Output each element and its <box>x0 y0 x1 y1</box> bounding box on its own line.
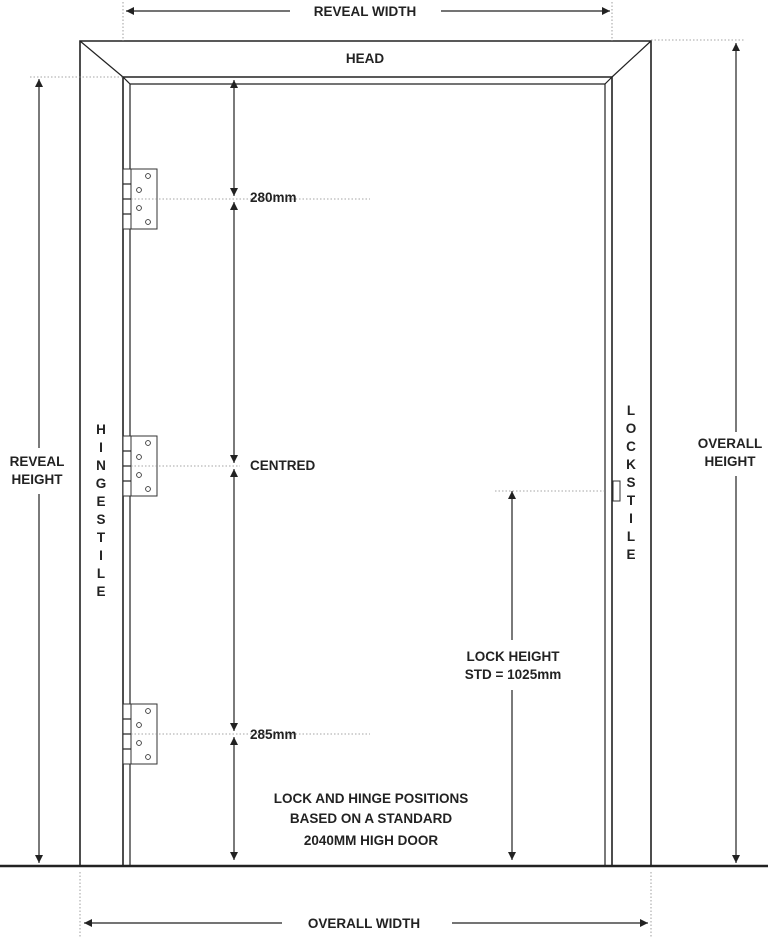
reveal-height-label-line2: HEIGHT <box>11 472 63 487</box>
note-line3: 2040MM HIGH DOOR <box>304 833 439 848</box>
lock-stile-letter: E <box>626 547 635 562</box>
lock-stile-letter: C <box>626 439 636 454</box>
hinge-stile-letter: L <box>97 566 105 581</box>
reveal-width-label: REVEAL WIDTH <box>314 4 417 19</box>
hinge-stile-letter: I <box>99 440 103 455</box>
hinge-stile-letter: G <box>96 476 107 491</box>
dimension-arrows <box>35 6 740 927</box>
hinge-stile-letter: E <box>96 494 105 509</box>
reveal-height-label-line1: REVEAL <box>10 454 65 469</box>
bottom-hinge-offset-label: 285mm <box>250 727 297 742</box>
hinge-stile-letter: H <box>96 422 106 437</box>
hinge-stile-letter: T <box>97 530 106 545</box>
hinge-stile-letter: I <box>99 548 103 563</box>
lock-stile-letter: K <box>626 457 636 472</box>
top-hinge-offset-label: 280mm <box>250 190 297 205</box>
hinge-bottom <box>122 703 158 765</box>
hinge-stile-label: H I N G E S T I L E <box>96 422 107 599</box>
note-line2: BASED ON A STANDARD <box>290 811 453 826</box>
hinge-middle <box>122 435 158 497</box>
lock-strike <box>612 480 621 502</box>
head-label: HEAD <box>346 51 385 66</box>
hinge-top <box>122 168 158 230</box>
hinge-stile-letter: N <box>96 458 106 473</box>
hinge-stile-letter: S <box>96 512 105 527</box>
overall-height-label-line1: OVERALL <box>698 436 763 451</box>
lock-stile-letter: L <box>627 529 635 544</box>
lock-stile-letter: T <box>627 493 636 508</box>
overall-height-label-line2: HEIGHT <box>704 454 756 469</box>
middle-hinge-label: CENTRED <box>250 458 316 473</box>
lock-stile-letter: L <box>627 403 635 418</box>
lock-stile-letter: O <box>626 421 637 436</box>
hinge-stile-letter: E <box>96 584 105 599</box>
lock-stile-label: L O C K S T I L E <box>626 403 637 562</box>
lock-stile-letter: S <box>626 475 635 490</box>
door-frame <box>79 40 652 866</box>
lock-height-label-line2: STD = 1025mm <box>465 667 561 682</box>
lock-height-label-line1: LOCK HEIGHT <box>467 649 561 664</box>
lock-stile-letter: I <box>629 511 633 526</box>
overall-width-label: OVERALL WIDTH <box>308 916 420 931</box>
note-line1: LOCK AND HINGE POSITIONS <box>274 791 469 806</box>
